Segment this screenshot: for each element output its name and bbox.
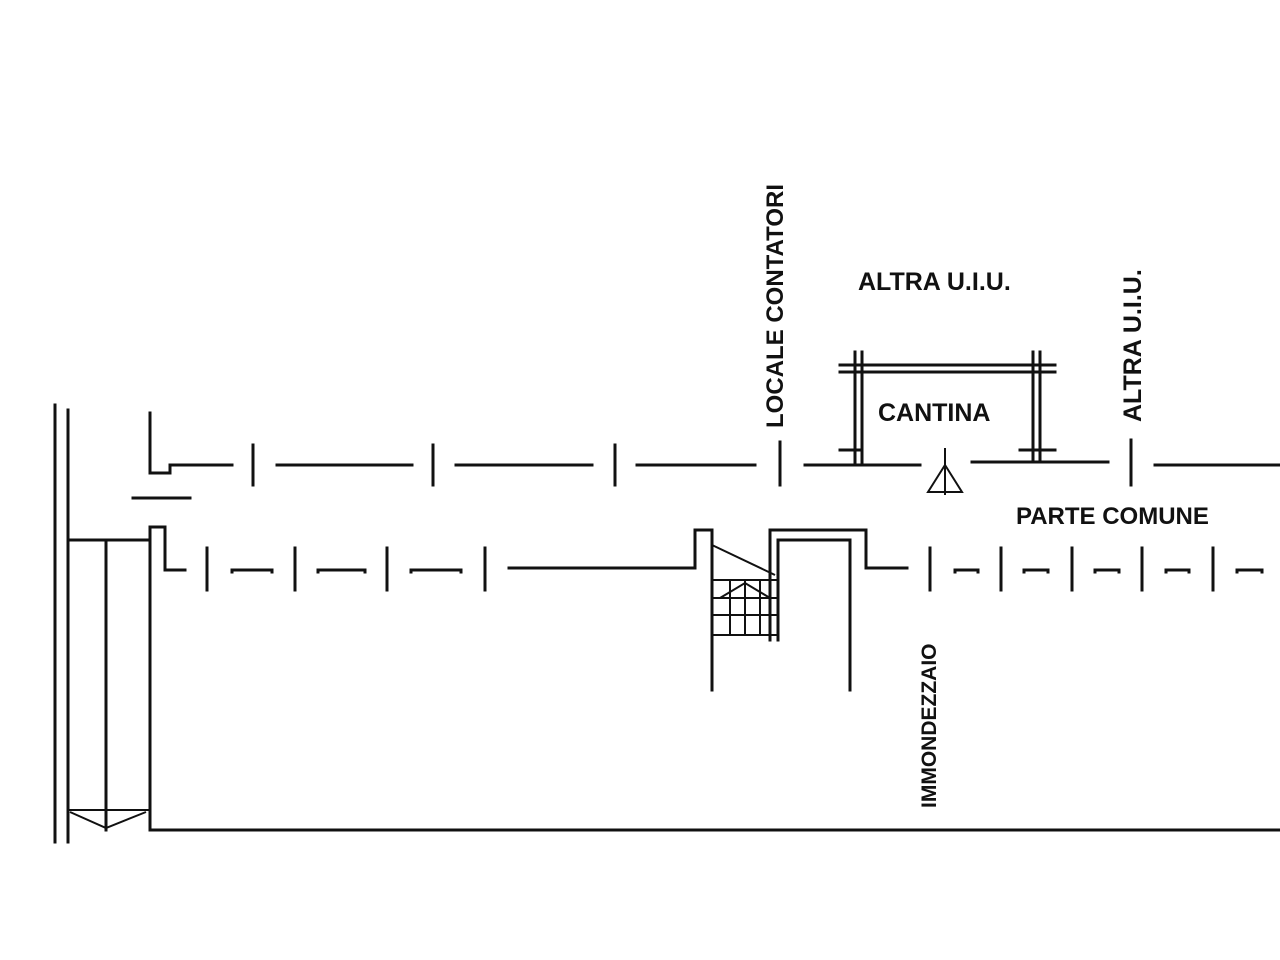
left-boundary-wall — [53, 403, 70, 844]
cantina-room — [838, 350, 1057, 464]
label-locale-contatori: LOCALE CONTATORI — [762, 184, 789, 428]
label-parte-comune: PARTE COMUNE — [1016, 503, 1209, 530]
cantina-door-marker — [926, 448, 964, 495]
corridor-lower-wall — [148, 525, 1264, 592]
label-immondezzaio: IMMONDEZZAIO — [918, 644, 941, 808]
label-cantina: CANTINA — [878, 399, 991, 427]
label-altra-uiu-top: ALTRA U.I.U. — [858, 268, 1011, 296]
staircase — [693, 528, 778, 692]
label-altra-uiu-vertical: ALTRA U.I.U. — [1119, 269, 1147, 422]
entrance-block — [66, 525, 152, 832]
corridor-upper-wall — [148, 411, 1280, 487]
service-shaft — [768, 528, 868, 692]
